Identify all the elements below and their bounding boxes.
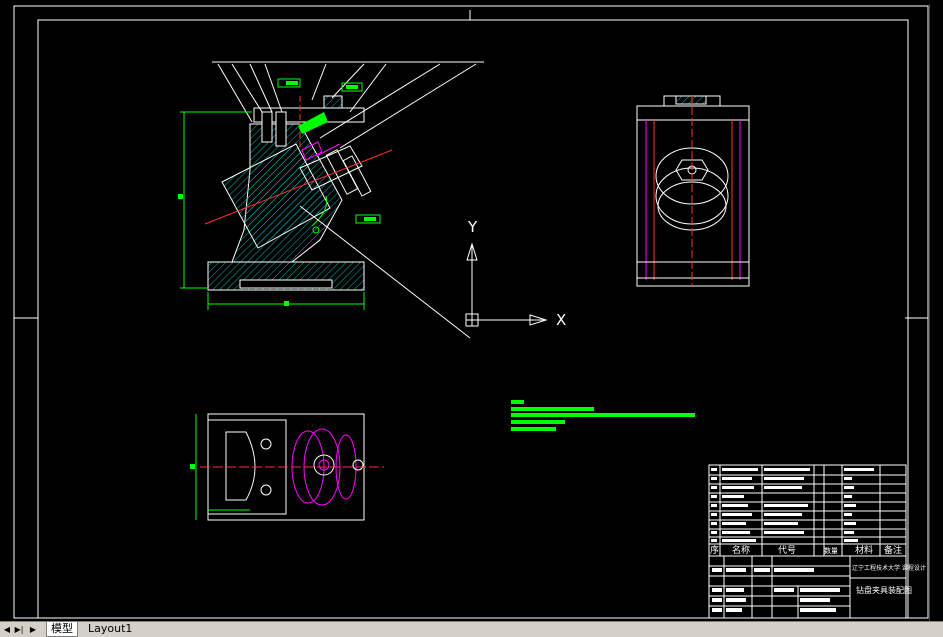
top-view[interactable]: [190, 413, 384, 521]
header-seq: 序: [710, 544, 719, 556]
header-remark: 备注: [884, 544, 902, 556]
drawing-title: 钻盘夹具装配图: [856, 585, 912, 595]
tab-model[interactable]: 模型: [46, 622, 78, 637]
layout-tab-bar: ◀ ▶| ▶ 模型 Layout1: [0, 621, 943, 637]
ucs-y-label: Y: [467, 218, 478, 236]
header-code: 代号: [778, 545, 796, 556]
ucs-icon: [465, 242, 548, 327]
drawing-canvas[interactable]: Y X: [0, 0, 943, 621]
header-qty: 数量: [824, 546, 838, 555]
tab-nav-prev-icon[interactable]: ◀: [3, 624, 11, 634]
tab-nav-next-icon[interactable]: ▶|: [14, 624, 24, 634]
header-material: 材料: [855, 544, 873, 556]
school-name: 辽宁工程技术大学 课程设计: [852, 564, 926, 572]
header-name: 名称: [732, 544, 750, 556]
title-block: [708, 464, 907, 619]
front-section-view[interactable]: [178, 61, 484, 339]
technical-notes: [511, 400, 695, 431]
ucs-x-label: X: [556, 311, 566, 329]
tab-layout1[interactable]: Layout1: [88, 622, 133, 635]
tab-nav-last-icon[interactable]: ▶: [29, 624, 37, 634]
side-view[interactable]: [636, 95, 750, 287]
vertical-scrollbar[interactable]: [929, 4, 943, 621]
sheet-frame: [13, 5, 929, 619]
parts-list-entries: [711, 468, 874, 612]
